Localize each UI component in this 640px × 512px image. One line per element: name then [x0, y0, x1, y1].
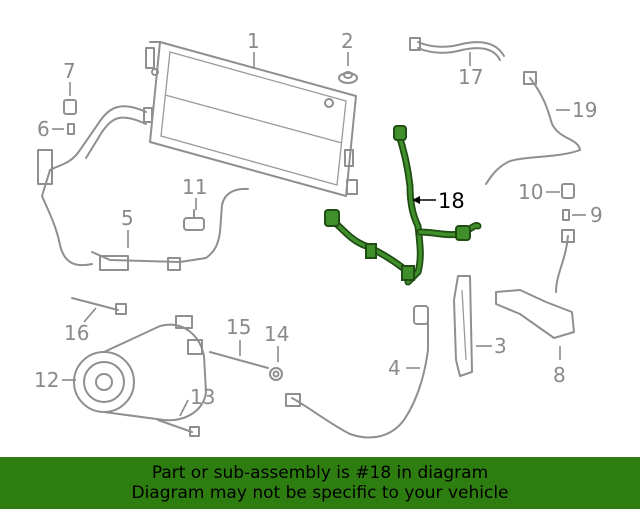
valve-core-part-6[interactable]	[67, 123, 75, 135]
callout-8: 8	[553, 363, 566, 387]
nut-part-14[interactable]	[269, 367, 283, 381]
notice-banner: Part or sub-assembly is #18 in diagram D…	[0, 457, 640, 509]
callout-11: 11	[182, 175, 207, 199]
line-part-19[interactable]	[485, 71, 581, 185]
parts-diagram: 1 2 7 6 5 11 16	[34, 29, 603, 439]
valve-part-9[interactable]	[562, 209, 570, 221]
cap-part-10[interactable]	[561, 183, 575, 199]
bolt-part-13[interactable]	[157, 419, 200, 437]
notice-line-1: Part or sub-assembly is #18 in diagram	[151, 463, 489, 483]
callout-10: 10	[518, 180, 543, 204]
notice-line-2: Diagram may not be specific to your vehi…	[131, 483, 509, 503]
compressor-part-12[interactable]	[73, 315, 207, 422]
callout-13: 13	[190, 385, 215, 409]
callout-2: 2	[341, 29, 354, 53]
callout-12: 12	[34, 368, 59, 392]
callout-9: 9	[590, 203, 603, 227]
callout-18: 18	[438, 189, 465, 213]
cap-part-7[interactable]	[63, 99, 77, 115]
callout-6: 6	[37, 117, 50, 141]
hose-part-17[interactable]	[409, 37, 505, 61]
pressure-sensor-part-11[interactable]	[183, 209, 205, 231]
callout-3: 3	[494, 334, 507, 358]
callout-4: 4	[388, 356, 401, 380]
suction-line-left[interactable]	[37, 105, 147, 267]
callout-14: 14	[264, 322, 289, 346]
bolt-part-16[interactable]	[71, 297, 127, 315]
callout-17: 17	[458, 65, 483, 89]
grommet-part-2[interactable]	[338, 71, 358, 84]
stud-part-15[interactable]	[209, 351, 269, 369]
callout-19: 19	[572, 98, 597, 122]
callout-7: 7	[63, 59, 76, 83]
bracket-part-3[interactable]	[453, 275, 473, 377]
callout-5: 5	[121, 206, 134, 230]
discharge-line-part-4[interactable]	[285, 305, 429, 439]
callout-15: 15	[226, 315, 251, 339]
highlighted-line-part-18[interactable]	[324, 125, 482, 286]
condenser-part-1[interactable]	[143, 41, 358, 197]
tube-part-8[interactable]	[495, 229, 575, 339]
callout-16: 16	[64, 321, 89, 345]
callout-1: 1	[247, 29, 260, 53]
liquid-line-part-5[interactable]	[91, 187, 249, 271]
